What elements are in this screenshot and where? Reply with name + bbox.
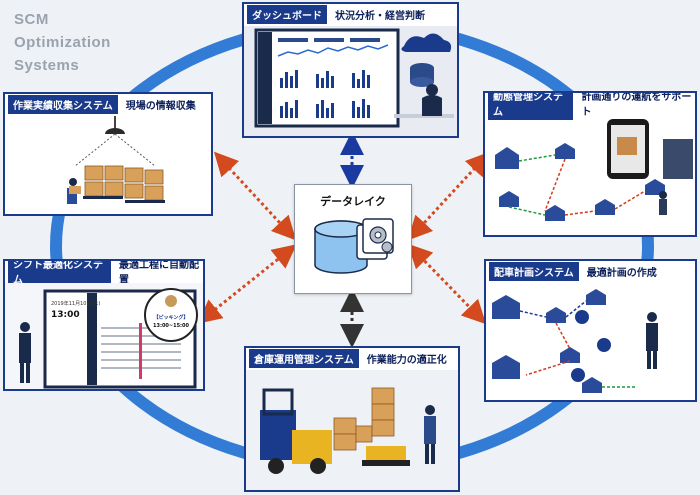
arrow-shift	[197, 244, 297, 324]
shift-date: 2019年11月10日(水)	[51, 300, 100, 307]
dispatch-illustration	[492, 289, 658, 393]
title-line-1: SCM	[14, 11, 49, 28]
card-dashboard[interactable]: ダッシュボード状況分析・経営判断	[242, 2, 459, 138]
arrow-dispatch	[407, 243, 487, 325]
card-shift[interactable]: シフト最適化システム最適工程に自動配置 2019年11月10日(水) 13:00…	[3, 259, 205, 391]
arrow-work-collection	[213, 151, 297, 241]
card-subtitle: 状況分析・経営判断	[335, 10, 425, 22]
shift-bubble-time: 13:00~15:00	[153, 323, 190, 329]
card-tag: 勤態管理システム	[488, 93, 574, 120]
title-line-3: Systems	[14, 57, 80, 74]
card-warehouse[interactable]: 倉庫運用管理システム作業能力の適正化	[244, 346, 460, 492]
card-labor-mgmt[interactable]: 勤態管理システム計画通りの運航をサポート	[483, 91, 697, 237]
card-tag: 配車計画システム	[489, 261, 579, 281]
labor-mgmt-illustration	[495, 119, 693, 221]
card-tag: ダッシュボード	[247, 4, 327, 24]
work-collection-illustration	[67, 116, 165, 204]
card-subtitle: 最適工程に自動配置	[119, 260, 200, 286]
dashboard-illustration	[244, 26, 457, 136]
warehouse-illustration	[246, 370, 458, 490]
data-lake-label: データレイク	[320, 195, 386, 208]
card-subtitle: 現場の情報収集	[125, 100, 196, 112]
shift-time: 13:00	[51, 310, 80, 320]
title-line-2: Optimization	[14, 34, 111, 51]
card-tag: 倉庫運用管理システム	[249, 348, 359, 368]
card-subtitle: 作業能力の適正化	[366, 354, 447, 366]
card-dispatch[interactable]: 配車計画システム最適計画の作成	[484, 259, 697, 402]
card-subtitle: 計画通りの運航をサポート	[581, 92, 692, 118]
card-work-collection[interactable]: 作業実績収集システム現場の情報収集	[3, 92, 213, 216]
arrow-labor-mgmt	[407, 151, 491, 241]
diagram-title: SCM Optimization Systems	[14, 8, 111, 77]
data-lake-card[interactable]: データレイク	[294, 184, 412, 294]
shift-bubble-label: 【ピッキング】	[154, 314, 189, 321]
database-icon	[314, 218, 394, 274]
shift-illustration: 2019年11月10日(水) 13:00 【ピッキング】 13:00~15:00	[5, 283, 203, 389]
card-tag: 作業実績収集システム	[8, 94, 118, 114]
card-subtitle: 最適計画の作成	[586, 267, 657, 279]
